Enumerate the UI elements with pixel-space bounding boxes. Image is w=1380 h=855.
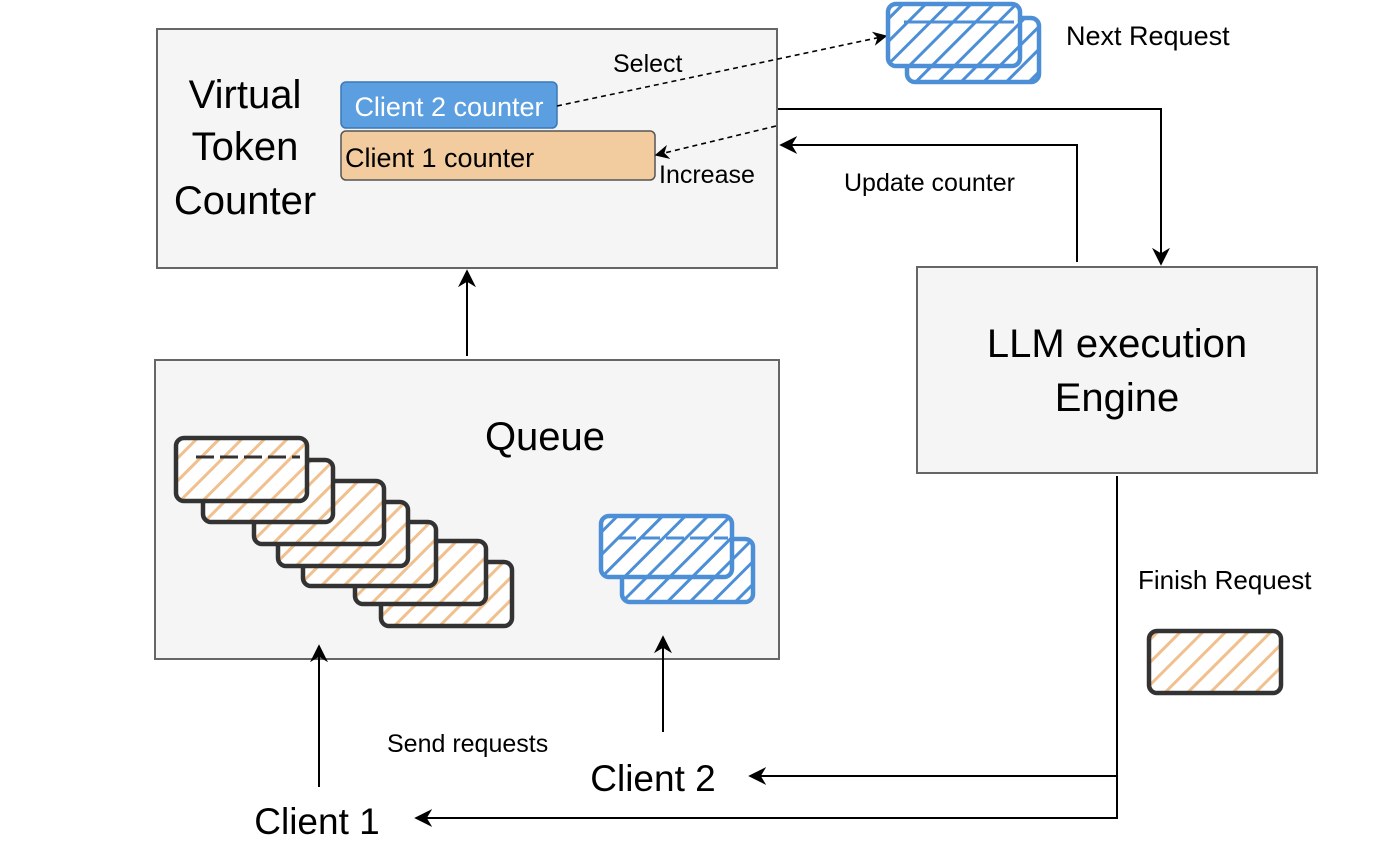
increase-arrow <box>654 125 777 159</box>
vtc-title-line-3: Counter <box>174 179 316 223</box>
return-to-client2-arrow <box>748 476 1118 785</box>
send-requests-label: Send requests <box>387 730 548 758</box>
client2-counter: Client 2 counter <box>340 81 558 129</box>
client2-queued-requests <box>598 513 756 605</box>
queue-title: Queue <box>485 415 605 459</box>
engine-title-line-2: Engine <box>1055 376 1180 420</box>
queue-box: Queue <box>154 359 780 660</box>
select-arrow <box>556 31 888 107</box>
next-request-cards <box>885 1 1042 85</box>
engine-title-line-1: LLM execution <box>987 322 1247 366</box>
update-counter-arrow <box>779 136 1078 262</box>
client2-label: Client 2 <box>590 758 715 799</box>
client1-counter: Client 1 counter <box>340 130 656 181</box>
vtc-title-line-1: Virtual <box>189 73 302 117</box>
client1-label: Client 1 <box>254 801 379 842</box>
client1-counter-label: Client 1 counter <box>345 143 534 173</box>
client1-queued-requests <box>173 435 515 629</box>
dispatch-arrow <box>778 108 1170 266</box>
next-request-label: Next Request <box>1066 21 1230 51</box>
vtc-title-line-2: Token <box>192 125 299 169</box>
finished-request-card <box>1146 628 1284 696</box>
increase-label: Increase <box>659 161 755 189</box>
update-counter-label: Update counter <box>844 169 1015 197</box>
llm-engine-box: LLM execution Engine <box>916 266 1318 474</box>
finish-request-label: Finish Request <box>1138 565 1312 595</box>
return-to-client1-arrow <box>414 776 1118 827</box>
virtual-token-counter-box: Virtual Token Counter Client 2 counter C… <box>156 28 778 269</box>
client2-counter-label: Client 2 counter <box>354 92 543 122</box>
select-label: Select <box>613 50 683 78</box>
